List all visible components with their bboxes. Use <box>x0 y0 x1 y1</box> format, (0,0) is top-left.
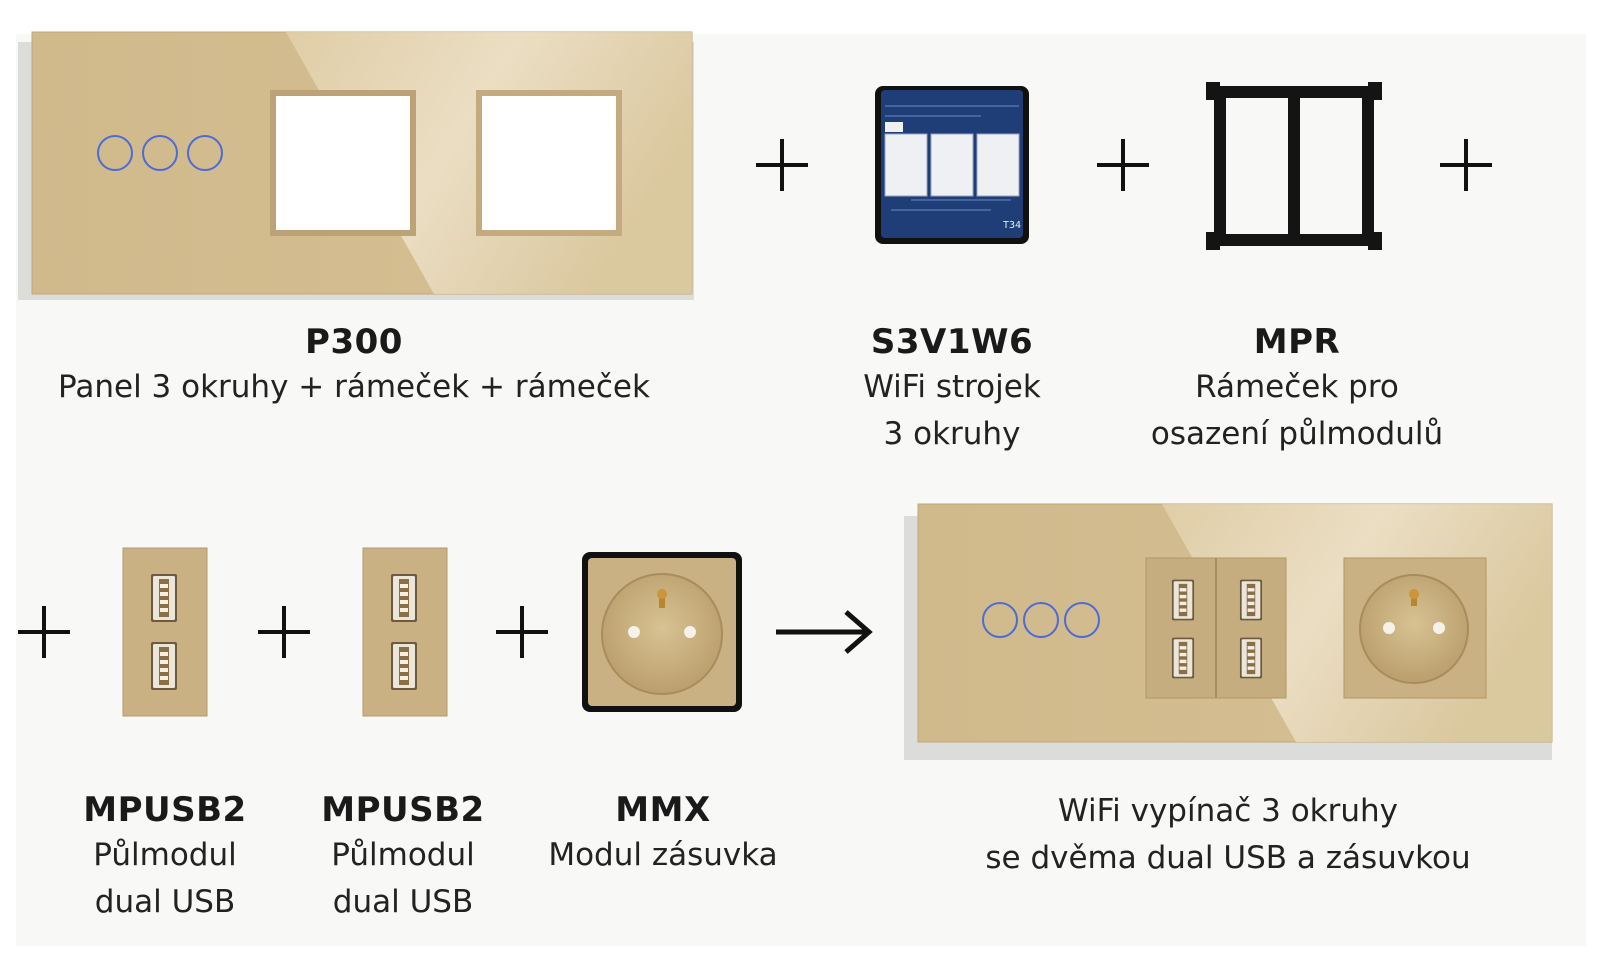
frame-cutout-right <box>476 90 622 236</box>
usb-port-icon <box>391 642 417 690</box>
product-description: Panel 3 okruhy + rámeček + rámeček <box>58 369 650 405</box>
product-description: Rámeček pro osazení půlmodulů <box>1150 369 1444 452</box>
mpr-frame-image <box>1206 82 1382 250</box>
power-socket-icon <box>1359 574 1469 684</box>
usb-port-icon <box>1239 579 1263 621</box>
plus-icon <box>1440 139 1492 191</box>
plus-icon <box>18 606 70 658</box>
product-description: Půlmodul dual USB <box>93 837 237 920</box>
board-marking: T34 <box>1003 220 1021 231</box>
usb-port-icon <box>1171 579 1195 621</box>
mmx-caption: MMX Modul zásuvka <box>528 788 798 879</box>
product-code: MPR <box>1253 322 1341 362</box>
touch-button-icon <box>982 602 1100 638</box>
product-description: Půlmodul dual USB <box>331 837 475 920</box>
product-code: MPUSB2 <box>83 790 247 830</box>
result-caption: WiFi vypínač 3 okruhy se dvěma dual USB … <box>900 788 1556 882</box>
product-code: MPUSB2 <box>321 790 485 830</box>
mpusb2-a-caption: MPUSB2 Půlmodul dual USB <box>60 788 270 926</box>
p300-panel-image <box>18 31 694 300</box>
mpr-caption: MPR Rámeček pro osazení půlmodulů <box>1142 320 1452 458</box>
product-code: S3V1W6 <box>870 322 1034 362</box>
usb-port-icon <box>151 642 177 690</box>
mpusb2-module-image <box>362 547 448 717</box>
p300-caption: P300 Panel 3 okruhy + rámeček + rámeček <box>14 320 694 411</box>
usb-port-icon <box>391 574 417 622</box>
s3v1w6-mechanism-image: T34 <box>875 86 1029 244</box>
plus-icon <box>258 606 310 658</box>
product-code: P300 <box>305 322 403 362</box>
product-code: MMX <box>615 790 711 830</box>
plus-icon <box>496 606 548 658</box>
plus-icon <box>1097 139 1149 191</box>
plus-icon <box>756 139 808 191</box>
assembled-panel-image <box>904 503 1553 760</box>
product-description: Modul zásuvka <box>548 837 778 873</box>
result-description: WiFi vypínač 3 okruhy se dvěma dual USB … <box>985 793 1471 876</box>
frame-cutout-left <box>270 90 416 236</box>
product-description: WiFi strojek 3 okruhy <box>863 369 1041 452</box>
usb-port-icon <box>1239 637 1263 679</box>
mpusb2-b-caption: MPUSB2 Půlmodul dual USB <box>298 788 508 926</box>
touch-button-icon <box>97 135 223 171</box>
s3v1w6-caption: S3V1W6 WiFi strojek 3 okruhy <box>812 320 1092 458</box>
arrow-right-icon <box>776 610 873 654</box>
power-socket-icon <box>601 573 723 695</box>
mmx-socket-module-image <box>582 552 742 712</box>
usb-port-icon <box>151 574 177 622</box>
mpusb2-module-image <box>122 547 208 717</box>
usb-port-icon <box>1171 637 1195 679</box>
